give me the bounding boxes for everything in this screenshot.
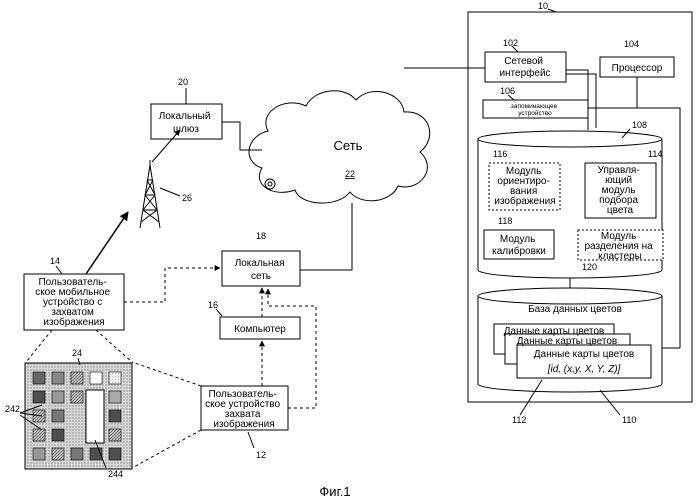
color-map-data-ref: 112 (512, 415, 526, 425)
calibration-ref: 118 (498, 216, 512, 226)
local-network-label-1: Локальная (235, 258, 285, 269)
color-selection-ref: 114 (648, 149, 662, 159)
network-interface-label-2: интерфейс (499, 67, 550, 79)
color-patch (109, 410, 121, 422)
processor-box: Процессор 104 (600, 39, 674, 77)
cell-tower-icon: 26 (140, 160, 192, 228)
figure-caption: Фиг.1 (319, 484, 350, 498)
color-map-data-label-2: Данные карты цветов (517, 336, 617, 347)
computer-ref: 16 (208, 300, 218, 310)
mobile-to-local-network-arrow (124, 268, 220, 302)
color-patch (109, 448, 121, 460)
color-patch (71, 372, 83, 384)
color-patch (109, 372, 121, 384)
color-map-data-label-3: Данные карты цветов (534, 349, 634, 360)
network-interface-ref: 102 (503, 38, 518, 48)
computer-box: Компьютер 16 (208, 300, 300, 339)
color-patch (52, 429, 64, 441)
color-patch (109, 391, 121, 403)
mobile-to-tower-arrow (86, 212, 128, 274)
mobile-device-box: Пользователь- ское мобильное устройство … (24, 256, 124, 330)
calibration-label-1: Модуль (500, 234, 535, 245)
network-interface-label-1: Сетевой (504, 56, 543, 67)
storage-cylinder-ref: 108 (632, 120, 647, 130)
local-gateway-ref: 20 (178, 77, 188, 87)
clustering-label-3: кластеры (598, 251, 642, 262)
processor-ref: 104 (624, 39, 639, 49)
network-interface-box: Сетевой интерфейс 102 (485, 38, 566, 82)
color-patch (33, 391, 45, 403)
patch-ref: 242 (5, 404, 20, 414)
network-cloud: Сеть 22 (249, 91, 430, 203)
orientation-label-4: изображения (494, 195, 555, 207)
color-patch (109, 429, 121, 441)
color-patch (33, 448, 45, 460)
system-ref: 10 (538, 1, 548, 11)
color-patch (52, 391, 64, 403)
capture-device-label-4: изображения (213, 418, 274, 430)
color-patch (33, 372, 45, 384)
storage-ref: 106 (500, 86, 515, 96)
capture-device-box: Пользователь- ское устройство захвата из… (201, 386, 288, 460)
capture-device-ref: 12 (256, 450, 266, 460)
color-patch (52, 410, 64, 422)
network-label: Сеть (334, 138, 363, 153)
mobile-device-label-5: изображения (43, 316, 104, 328)
calibration-label-2: калибровки (492, 245, 546, 257)
svg-text:Модуль калибровки: Модуль калибровки (492, 234, 546, 257)
color-database-ref: 110 (622, 415, 636, 425)
color-database-label: База данных цветов (528, 304, 622, 315)
center-patch (86, 390, 104, 443)
color-patch (52, 448, 64, 460)
storage-label-1: запоминающее (511, 103, 558, 110)
tower-ref: 26 (182, 193, 192, 203)
computer-label: Компьютер (234, 324, 286, 335)
local-gateway-label-1: Локальный (159, 111, 211, 122)
color-patch (33, 429, 45, 441)
color-map-record: [id, (x,y, X, Y, Z)] (547, 364, 621, 375)
center-patch-ref: 244 (108, 469, 123, 479)
storage-label-2: устройство (518, 109, 552, 117)
color-selection-label-5: цвета (607, 205, 634, 216)
target-card-ref: 24 (72, 348, 82, 358)
svg-text:Пользователь- ское устро: Пользователь- ское устройство захвата из… (205, 389, 283, 430)
color-patch (52, 372, 64, 384)
svg-text:Сетевой интерфейс: Сетевой интерфейс (499, 56, 550, 79)
color-patch (71, 448, 83, 460)
mobile-device-ref: 14 (50, 256, 60, 266)
color-patch (71, 391, 83, 403)
storage-box: запоминающее устройство 106 (483, 86, 588, 118)
processor-label: Процессор (612, 63, 663, 74)
local-network-box: Локальная сеть 18 (222, 231, 300, 286)
clustering-ref: 120 (582, 262, 597, 272)
color-patch (90, 372, 102, 384)
local-gateway-box: Локальный шлюз 20 (151, 77, 222, 139)
orientation-ref: 116 (493, 149, 507, 159)
target-card: 24 242 244 (5, 348, 132, 479)
color-map-data-stack: Данные карты цветов Данные карты цветов … (494, 324, 651, 425)
local-network-label-2: сеть (251, 271, 271, 282)
network-ref: 22 (345, 169, 355, 179)
local-network-ref: 18 (256, 231, 266, 241)
svg-text:Пользователь- ское мобил: Пользователь- ское мобильное устройство … (35, 277, 113, 328)
